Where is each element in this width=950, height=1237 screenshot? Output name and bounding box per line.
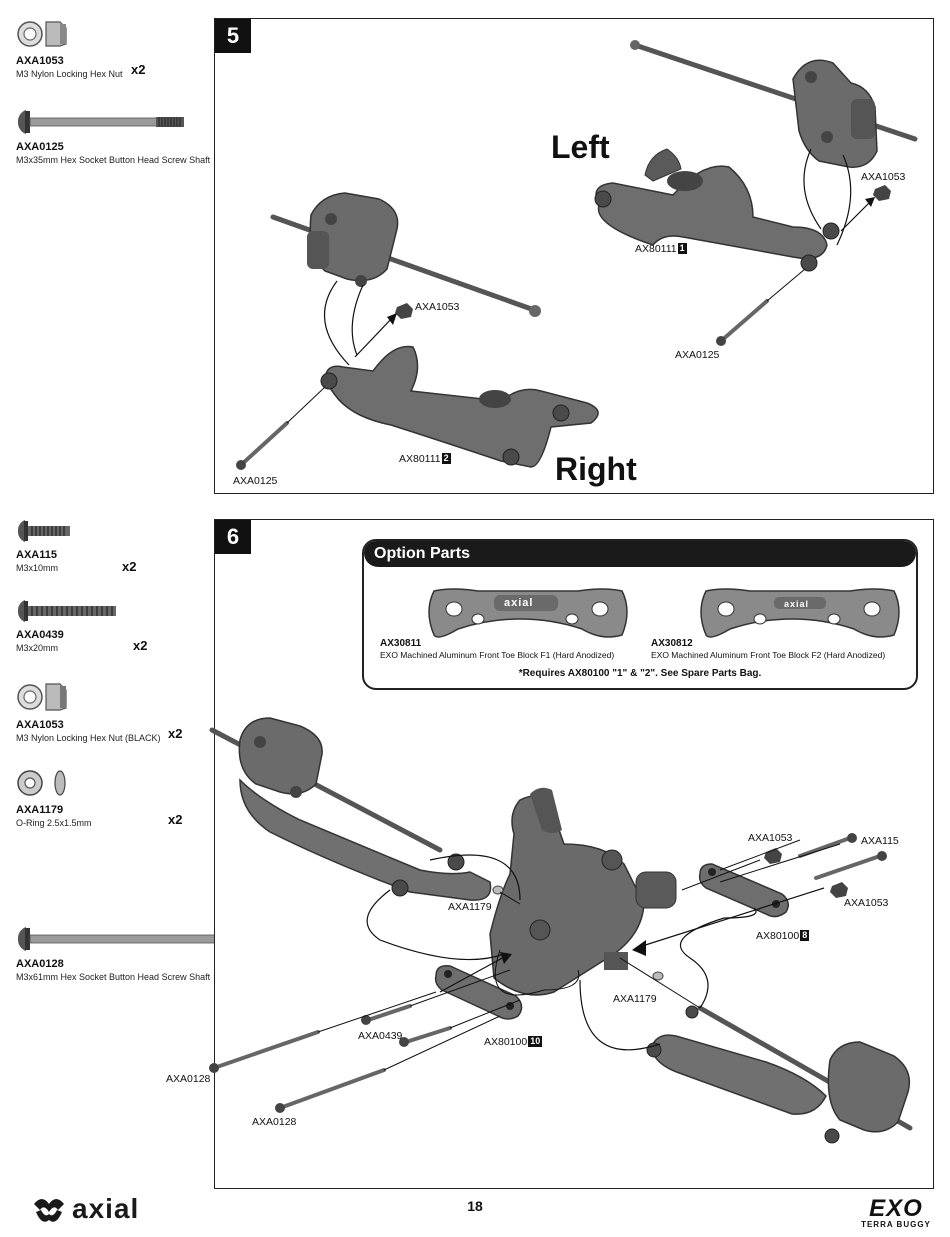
callout-oring-right: AXA1179 (613, 993, 657, 1005)
part-description: M3x35mm Hex Socket Button Head Screw Sha… (16, 155, 211, 165)
hex-nut-icon (17, 683, 67, 711)
callout-part-code: AX80111 (635, 243, 677, 255)
option-part-description: EXO Machined Aluminum Front Toe Block F1… (380, 650, 615, 660)
part-description: M3 Nylon Locking Hex Nut (16, 69, 123, 79)
toe-block-10 (434, 964, 523, 1020)
axa0128-shafts (209, 1030, 386, 1113)
callout-right-shaft: AXA0125 (233, 475, 278, 487)
callout-screw-top: AXA115 (861, 835, 899, 847)
callout-screw-left: AXA0439 (358, 1030, 403, 1042)
left-suspension-arm (594, 148, 840, 272)
left-steering-knuckle (792, 59, 878, 168)
callout-oring-left: AXA1179 (448, 901, 492, 913)
axial-brand-text: axial (72, 1193, 140, 1224)
callout-nut-right: AXA1053 (844, 897, 889, 909)
right-front-suspension-assembly (646, 1005, 913, 1144)
axial-emblem-icon (34, 1199, 64, 1222)
callout-shaft-bottom: AXA0128 (252, 1116, 297, 1128)
part-quantity: x2 (133, 638, 148, 653)
axial-brand-logo: axial (32, 1193, 139, 1225)
part-axa0439: AXA0439 M3x20mm (16, 598, 120, 653)
callout-part-number-badge: 2 (441, 453, 451, 464)
front-gearbox (489, 787, 677, 996)
toe-block-f2-logo-text: axial (784, 599, 810, 609)
left-screw-shaft (716, 299, 769, 346)
part-quantity: x2 (122, 559, 137, 574)
option-part-code: AX30811 (380, 638, 422, 649)
toe-block-8 (698, 863, 789, 918)
callout-part-number-badge: 8 (800, 930, 810, 941)
callout-shaft-left: AXA0128 (166, 1073, 211, 1085)
screw-shaft-icon (17, 110, 184, 134)
option-part-code: AX30812 (651, 638, 693, 649)
part-description: M3x61mm Hex Socket Button Head Screw Sha… (16, 972, 211, 982)
toe-block-f1-image (428, 588, 628, 638)
part-code: AXA1053 (16, 719, 64, 731)
exo-terra-buggy-logo: EXO TERRA BUGGY (858, 1195, 934, 1232)
part-description: M3x20mm (16, 643, 59, 653)
axa0439-screws (361, 1004, 452, 1047)
part-axa1053-step6: AXA1053 M3 Nylon Locking Hex Nut (BLACK) (16, 680, 161, 743)
hex-nut-icon (17, 21, 67, 47)
exo-logo-subtext: TERRA BUGGY (861, 1220, 931, 1229)
step-5-assembly-diagram (236, 40, 918, 470)
callout-part-number-badge: 10 (528, 1036, 543, 1047)
o-ring-icon (17, 770, 66, 796)
option-part-description: EXO Machined Aluminum Front Toe Block F2… (651, 650, 886, 660)
part-code: AXA115 (16, 549, 57, 561)
part-axa0125-step5: AXA0125 M3x35mm Hex Socket Button Head S… (16, 108, 210, 165)
callout-left-shaft: AXA0125 (675, 349, 720, 361)
right-steering-knuckle (307, 192, 399, 287)
step-6-assembly-diagram (209, 717, 913, 1144)
part-quantity: x2 (131, 62, 146, 77)
part-quantity: x2 (168, 812, 183, 827)
right-side-label: Right (555, 451, 637, 487)
callout-nut-top: AXA1053 (748, 832, 793, 844)
callout-part-code: AX80100 (484, 1036, 528, 1048)
toe-block-f2-image (700, 588, 900, 638)
callout-right-nut: AXA1053 (415, 301, 460, 313)
step-number-badge: 5 (215, 19, 251, 53)
part-axa1053-step5: AXA1053 M3 Nylon Locking Hex Nut (16, 18, 123, 79)
part-quantity: x2 (168, 726, 183, 741)
callout-part-code: AX80100 (756, 930, 800, 942)
callout-left-nut: AXA1053 (861, 171, 906, 183)
part-code: AXA1053 (16, 55, 64, 67)
left-side-label: Left (551, 129, 610, 165)
exo-logo-text: EXO (869, 1195, 923, 1222)
short-screw-icon (17, 520, 70, 542)
option-parts-note: *Requires AX80100 "1" & "2". See Spare P… (518, 668, 762, 679)
part-code: AXA0125 (16, 141, 64, 153)
part-description: M3 Nylon Locking Hex Nut (BLACK) (16, 733, 161, 743)
option-parts-panel: Option Parts axial axial AX30811 EXO Mac… (362, 539, 918, 690)
part-code: AXA1179 (16, 804, 64, 816)
part-code: AXA0128 (16, 958, 64, 970)
page-number: 18 (467, 1198, 483, 1214)
step-number-badge: 6 (215, 520, 251, 554)
right-screw-shaft (236, 421, 289, 470)
part-description: M3x10mm (16, 563, 59, 573)
left-front-suspension-assembly (209, 717, 492, 901)
axa115-screw-top (798, 833, 887, 880)
left-nut (873, 185, 891, 201)
callout-part-number-badge: 1 (677, 243, 687, 254)
right-nut (395, 303, 413, 319)
part-axa1179: AXA1179 O-Ring 2.5x1.5mm (16, 767, 92, 828)
part-code: AXA0439 (16, 629, 64, 641)
step-5-panel: 5 (214, 18, 934, 494)
part-description: O-Ring 2.5x1.5mm (16, 818, 92, 828)
callout-part-code: AX80111 (399, 453, 441, 465)
part-axa115: AXA115 M3x10mm (16, 518, 76, 573)
toe-block-f1-logo-text: axial (504, 597, 534, 609)
screw-icon (17, 600, 116, 622)
axa1179-oring-right (652, 971, 664, 981)
option-parts-title: Option Parts (364, 541, 916, 567)
right-suspension-arm (320, 345, 599, 468)
